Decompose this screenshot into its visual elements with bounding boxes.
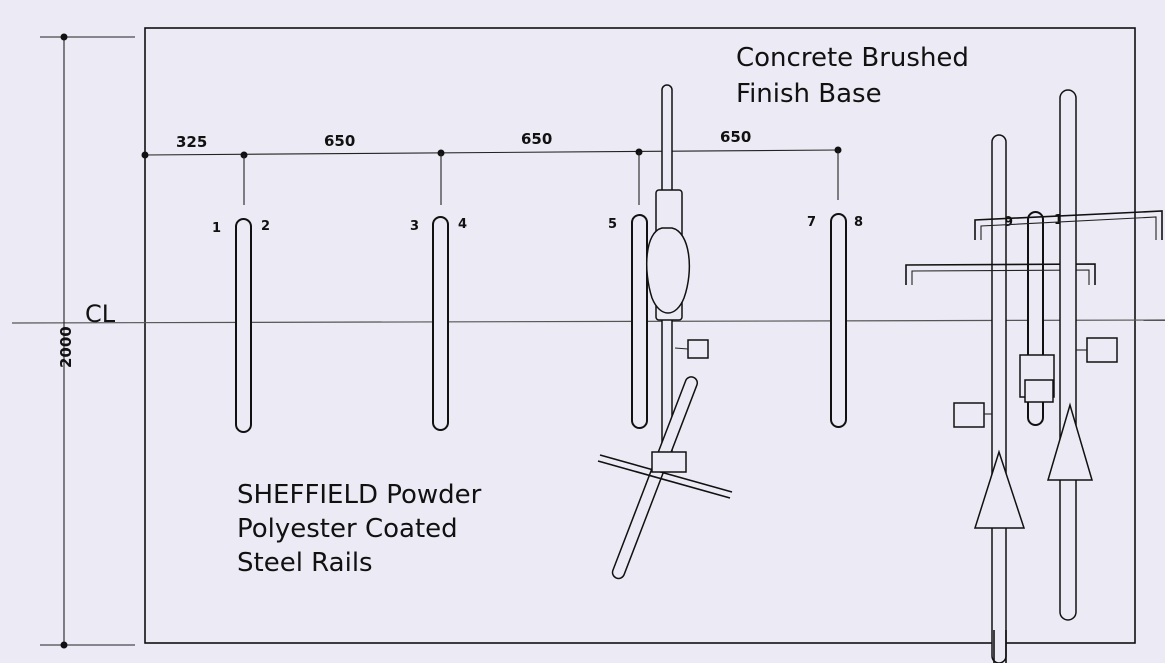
rails-note-line-3: Steel Rails <box>237 548 373 578</box>
rails-note-line-2: Polyester Coated <box>237 514 458 544</box>
rail-number-3: 3 <box>410 219 419 234</box>
rail-number-1: 1 <box>212 221 221 236</box>
base-note-line-1: Concrete Brushed <box>736 43 969 73</box>
base-note-line-2: Finish Base <box>736 79 882 109</box>
spacing-label-2: 650 <box>324 132 355 150</box>
overall-width-label: 2000 <box>57 326 75 368</box>
bicycle-top-view-3 <box>974 89 1163 621</box>
rail-number-7: 7 <box>807 215 816 230</box>
rails-note-line-1: SHEFFIELD Powder <box>237 480 482 510</box>
overall-width-dimension: 2000 <box>40 33 135 649</box>
spacing-label-3: 650 <box>521 130 552 148</box>
bicycle-top-view-2 <box>905 134 1096 663</box>
rail-number-2: 2 <box>261 219 270 234</box>
concrete-base-outline <box>144 27 1136 644</box>
sheffield-rail-4 <box>830 213 847 428</box>
sheffield-rail-3 <box>631 214 648 429</box>
rail-number-5: 5 <box>608 217 617 232</box>
centerline-label: CL <box>85 300 116 328</box>
rail-number-9: 9 <box>1004 215 1013 230</box>
sheffield-rail-1 <box>235 218 252 433</box>
centerline <box>11 319 1165 324</box>
rail-number-8: 8 <box>854 215 863 230</box>
spacing-label-1: 325 <box>176 133 207 151</box>
spacing-label-4: 650 <box>720 128 751 146</box>
rail-number-4: 4 <box>458 217 467 232</box>
bicycle-top-view-1 <box>597 84 733 580</box>
sheffield-rail-2 <box>432 216 449 431</box>
rail-spacing-dimension: 325 650 650 650 <box>141 128 842 205</box>
